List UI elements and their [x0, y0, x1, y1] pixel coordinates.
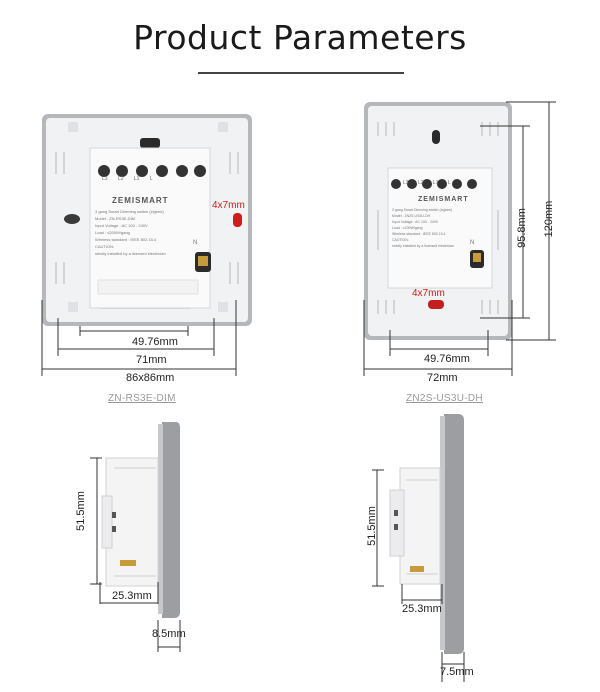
terminal-label: L3 — [403, 180, 409, 186]
right-side-switch-image — [389, 414, 464, 654]
spec-line: strictly installed by a licensed electri… — [95, 251, 166, 256]
spec-line: Input Voltage : AC 100 - 240V — [95, 223, 148, 228]
terminal-label: L3 — [102, 176, 108, 182]
left-front-switch-image — [42, 114, 252, 326]
left-side-depth: 25.3mm — [112, 590, 152, 602]
spec-line: Load : ≤200W/gang — [392, 226, 423, 230]
right-brand: ZEMISMART — [418, 196, 469, 203]
title-underline — [198, 72, 404, 74]
left-neutral-label: N — [193, 240, 198, 246]
terminal-label: L1 — [432, 180, 439, 186]
left-side-switch-image — [101, 422, 180, 618]
spec-line: CAUTION: — [95, 244, 115, 249]
left-hole-label: 4x7mm — [212, 200, 245, 211]
terminal-label: L2 — [417, 180, 424, 186]
spec-line: 3 gang Smart Dimming switch (zigbee) — [95, 209, 164, 214]
spec-line: Wireless standard : IEEE 802.15.4 — [392, 232, 446, 236]
terminal-label: L — [149, 176, 153, 182]
spec-line: Input Voltage : AC 100 - 240V — [392, 220, 439, 224]
right-neutral-label: N — [470, 240, 475, 246]
left-hole-marker — [233, 213, 242, 227]
right-side-thickness: 7.5mm — [440, 666, 474, 678]
spec-line: Model : ZN-RS3E-DIM — [95, 216, 136, 221]
spec-line: strictly installed by a licensed electri… — [392, 244, 454, 248]
left-dim-outer: 86x86mm — [126, 372, 175, 384]
left-dim-inner: 49.76mm — [132, 336, 178, 348]
left-brand: ZEMISMART — [112, 196, 169, 205]
spec-line: Load : ≤200W/gang — [95, 230, 130, 235]
left-spec-label: 3 gang Smart Dimming switch (zigbee) Mod… — [95, 208, 210, 257]
spec-line: Model : ZN2S-US3U-DH — [392, 214, 431, 218]
left-side-thickness: 8.5mm — [152, 628, 186, 640]
spec-line: Wireless standard : IEEE 802.15.4 — [95, 237, 157, 242]
right-front-switch-image — [364, 102, 512, 340]
right-dim-width: 72mm — [427, 372, 458, 384]
left-model-name: ZN-RS3E-DIM — [108, 393, 176, 404]
page-title: Product Parameters — [133, 18, 467, 57]
right-spec-label: 3 gang Smart Dimming switch (zigbee) Mod… — [392, 207, 487, 249]
terminal-label: L1 — [133, 176, 140, 182]
spec-line: CAUTION: — [392, 238, 409, 242]
right-dim-inner: 49.76mm — [424, 353, 470, 365]
terminal-label: L — [447, 180, 451, 186]
right-front-terminals: L3 L2 L1 L — [403, 180, 451, 186]
spec-line: 3 gang Smart Dimming switch (zigbee) — [392, 208, 453, 212]
right-side-height: 51.5mm — [366, 506, 378, 546]
left-front-terminals: L3 L2 L1 L — [102, 176, 202, 183]
terminal-label: L2 — [117, 176, 124, 182]
right-model-name: ZN2S-US3U-DH — [406, 393, 483, 404]
left-dim-mid: 71mm — [136, 354, 167, 366]
right-side-depth: 25.3mm — [402, 603, 442, 615]
right-hole-label: 4x7mm — [412, 288, 445, 299]
